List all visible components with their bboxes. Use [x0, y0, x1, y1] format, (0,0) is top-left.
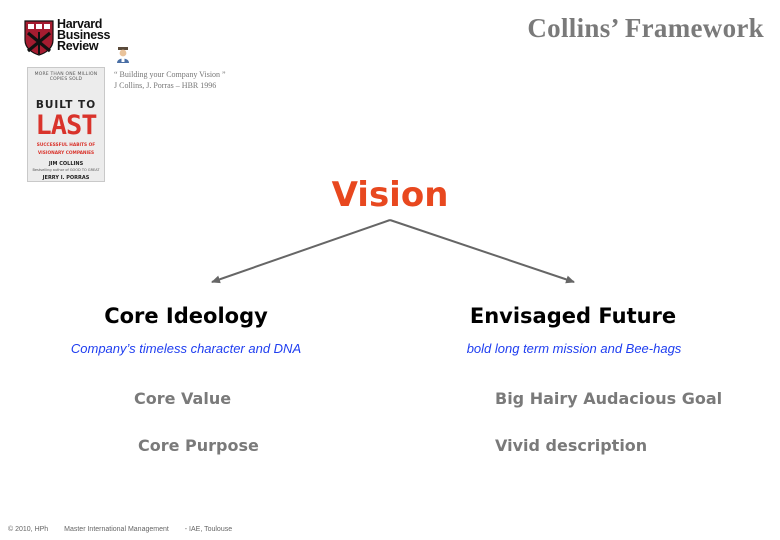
- hbr-logo-line3: Review: [57, 39, 99, 53]
- envisaged-future-heading: Envisaged Future: [469, 304, 677, 328]
- footer-program: Master International Management: [64, 526, 169, 533]
- bhag-item: Big Hairy Audacious Goal: [495, 389, 723, 408]
- book-title-line2: LAST: [35, 110, 97, 141]
- core-ideology-subtitle: Company’s timeless character and DNA: [70, 341, 302, 356]
- hbr-logo-line1: Harvard: [57, 17, 103, 31]
- footer-copyright: © 2010, HPh: [8, 526, 49, 533]
- citation-line2: J Collins, J. Porras – HBR 1996: [114, 81, 217, 90]
- citation: “ Building your Company Vision ” J Colli…: [114, 69, 226, 91]
- book-author1: JIM COLLINS: [48, 161, 84, 167]
- person-icon: [117, 47, 129, 63]
- hbr-shield-icon: [24, 20, 54, 56]
- hbr-logo-line2: Business: [57, 28, 111, 42]
- footer-school: - IAE, Toulouse: [184, 526, 233, 533]
- vision-heading: Vision: [331, 175, 449, 215]
- book-tagline: MORE THAN ONE MILLION COPIES SOLD: [34, 72, 98, 82]
- core-purpose-item: Core Purpose: [138, 436, 259, 455]
- slide-title: Collins’ Framework: [527, 13, 764, 43]
- arrow-right: [389, 219, 575, 284]
- book-author1-note: Bestselling author of GOOD TO GREAT: [32, 168, 100, 172]
- book-subtitle-line2: VISIONARY COMPANIES: [37, 151, 95, 156]
- core-ideology-heading: Core Ideology: [104, 304, 268, 328]
- envisaged-future-subtitle: bold long term mission and Bee-hags: [466, 341, 682, 356]
- book-title-line1: BUILT TO: [35, 99, 97, 111]
- core-value-item: Core Value: [134, 389, 232, 408]
- footer: © 2010, HPh Master International Managem…: [8, 526, 246, 533]
- arrow-left: [211, 219, 391, 284]
- book-cover: MORE THAN ONE MILLION COPIES SOLD BUILT …: [27, 67, 105, 182]
- book-subtitle-line1: SUCCESSFUL HABITS OF: [36, 143, 96, 148]
- book-author2: JERRY I. PORRAS: [42, 175, 90, 181]
- vivid-description-item: Vivid description: [495, 436, 648, 455]
- hbr-logo-text: Harvard Business Review: [57, 17, 111, 53]
- citation-line1: “ Building your Company Vision ”: [114, 70, 226, 79]
